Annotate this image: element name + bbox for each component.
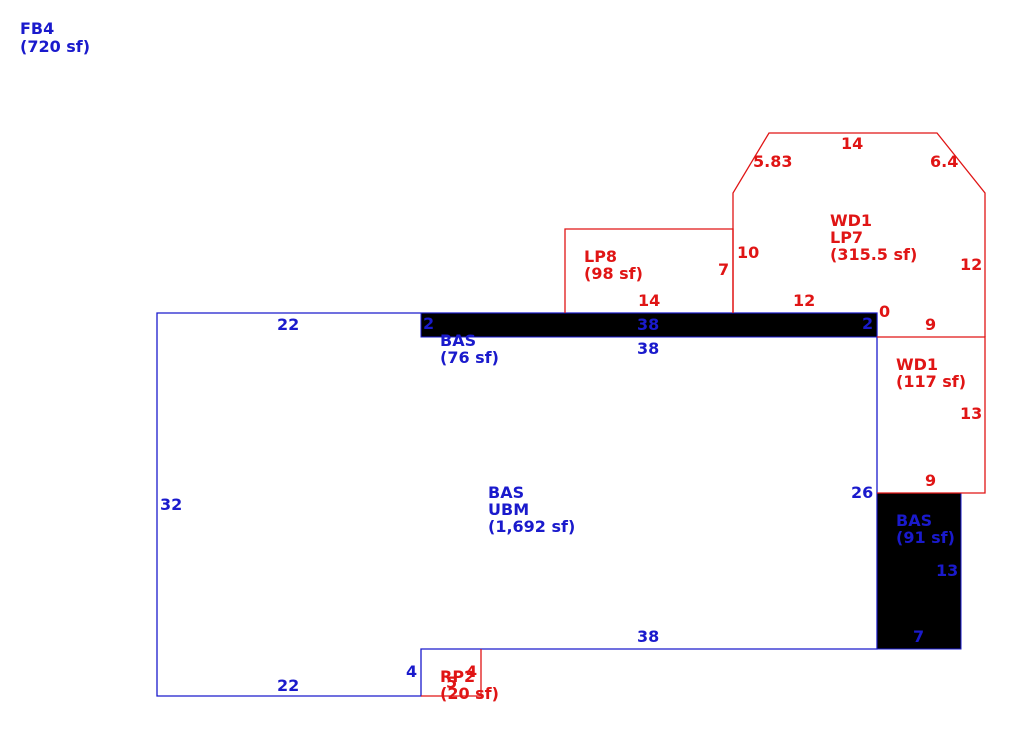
wd1-lp7-code: WD1 [830,211,872,230]
wd1-code: WD1 [896,355,938,374]
bas-strip-area: (76 sf) [440,348,499,367]
bas-small-area: (91 sf) [896,528,955,547]
dim-wd1lp7-left: 10 [737,243,759,262]
lp8-code: LP8 [584,247,617,266]
rp2-outline [421,649,482,697]
dim-wd1lp7-upper-left: 5.83 [753,152,792,171]
bas-strip-outline [420,312,878,338]
main-area-code-2: UBM [488,500,529,519]
dim-wd1lp7-corner: 0 [879,302,890,321]
dim-bas-small-bottom: 7 [913,627,924,646]
dim-main-top-left: 22 [277,315,299,334]
dim-main-left: 32 [160,495,182,514]
dim-strip-right: 2 [862,314,873,333]
dim-main-bottom-left: 22 [277,676,299,695]
dim-main-right: 26 [851,483,873,502]
dim-lp8-right: 7 [718,260,729,279]
dim-rp2-height: 5 [446,673,457,692]
dim-wd1-right: 13 [960,404,982,423]
main-area-size: (1,692 sf) [488,517,575,536]
dim-wd1-top: 9 [925,315,936,334]
bas-small-outline [876,492,962,650]
wd1-outline [877,336,986,494]
bas-strip-code: BAS [440,331,476,350]
dim-bas-small-right: 13 [936,561,958,580]
rp2-code: RP2 [440,667,475,686]
dim-strip-top: 38 [637,315,659,334]
dim-wd1lp7-top: 14 [841,134,863,153]
lp8-area: (98 sf) [584,264,643,283]
rp2-area: (20 sf) [440,684,499,703]
wd1-lp7-outline [732,132,986,337]
dim-wd1lp7-right: 12 [960,255,982,274]
dim-rp2-width: 4 [466,662,477,681]
main-area-code: BAS [488,483,524,502]
wd1-area: (117 sf) [896,372,966,391]
wd1-lp7-area: (315.5 sf) [830,245,917,264]
legend-area: (720 sf) [20,37,90,56]
bas-small-code: BAS [896,511,932,530]
dim-lp8-bottom: 14 [638,291,660,310]
dim-wd1lp7-bottom: 12 [793,291,815,310]
dim-main-bottom-right: 38 [637,627,659,646]
dim-main-notch: 4 [406,662,417,681]
dim-strip-bottom: 38 [637,339,659,358]
dim-wd1-bottom: 9 [925,471,936,490]
wd1-lp7-code-2: LP7 [830,228,863,247]
legend-code: FB4 [20,19,54,38]
dim-wd1lp7-upper-right: 6.4 [930,152,958,171]
dim-strip-left: 2 [423,314,434,333]
